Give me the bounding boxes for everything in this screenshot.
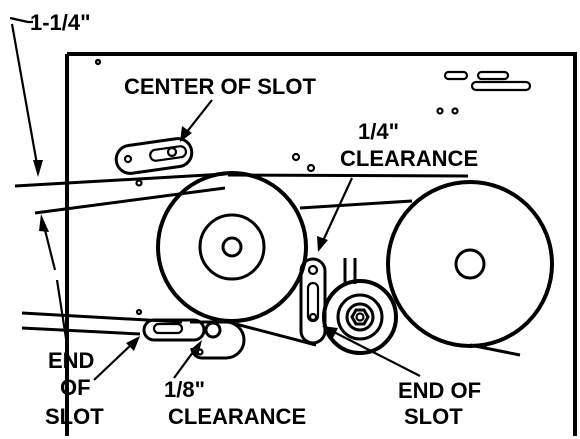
left-pulley bbox=[156, 171, 308, 323]
end-of-slot-right-label-line2: SLOT bbox=[404, 404, 463, 429]
idler-pulley bbox=[322, 258, 398, 355]
idler-slot-bracket bbox=[299, 257, 327, 345]
dimension-1-1-4 bbox=[9, 16, 69, 346]
eighth-clearance-label-line2: CLEARANCE bbox=[168, 404, 306, 429]
end-of-slot-left-label-line2: OF bbox=[60, 375, 91, 400]
center-of-slot-label: CENTER OF SLOT bbox=[124, 74, 316, 99]
quarter-clearance-label-line1: 1/4" bbox=[358, 119, 399, 144]
quarter-clearance-label-line2: CLEARANCE bbox=[340, 146, 478, 171]
leader-arrows bbox=[93, 99, 421, 381]
lower-slot-bracket bbox=[142, 318, 246, 360]
end-of-slot-left-label-line3: SLOT bbox=[45, 404, 104, 429]
eighth-clearance-label-line1: 1/8" bbox=[164, 377, 205, 402]
lower-belt bbox=[21, 311, 521, 357]
mounting-plate bbox=[65, 52, 577, 436]
upper-belt bbox=[14, 172, 469, 215]
end-of-slot-left-label-line1: END bbox=[48, 348, 94, 373]
end-of-slot-right-label-line1: END OF bbox=[398, 378, 481, 403]
upper-slot-bracket bbox=[114, 137, 194, 175]
plate-small-slots bbox=[94, 58, 532, 316]
dimension-label: 1-1/4" bbox=[30, 10, 91, 35]
right-pulley bbox=[386, 180, 554, 348]
